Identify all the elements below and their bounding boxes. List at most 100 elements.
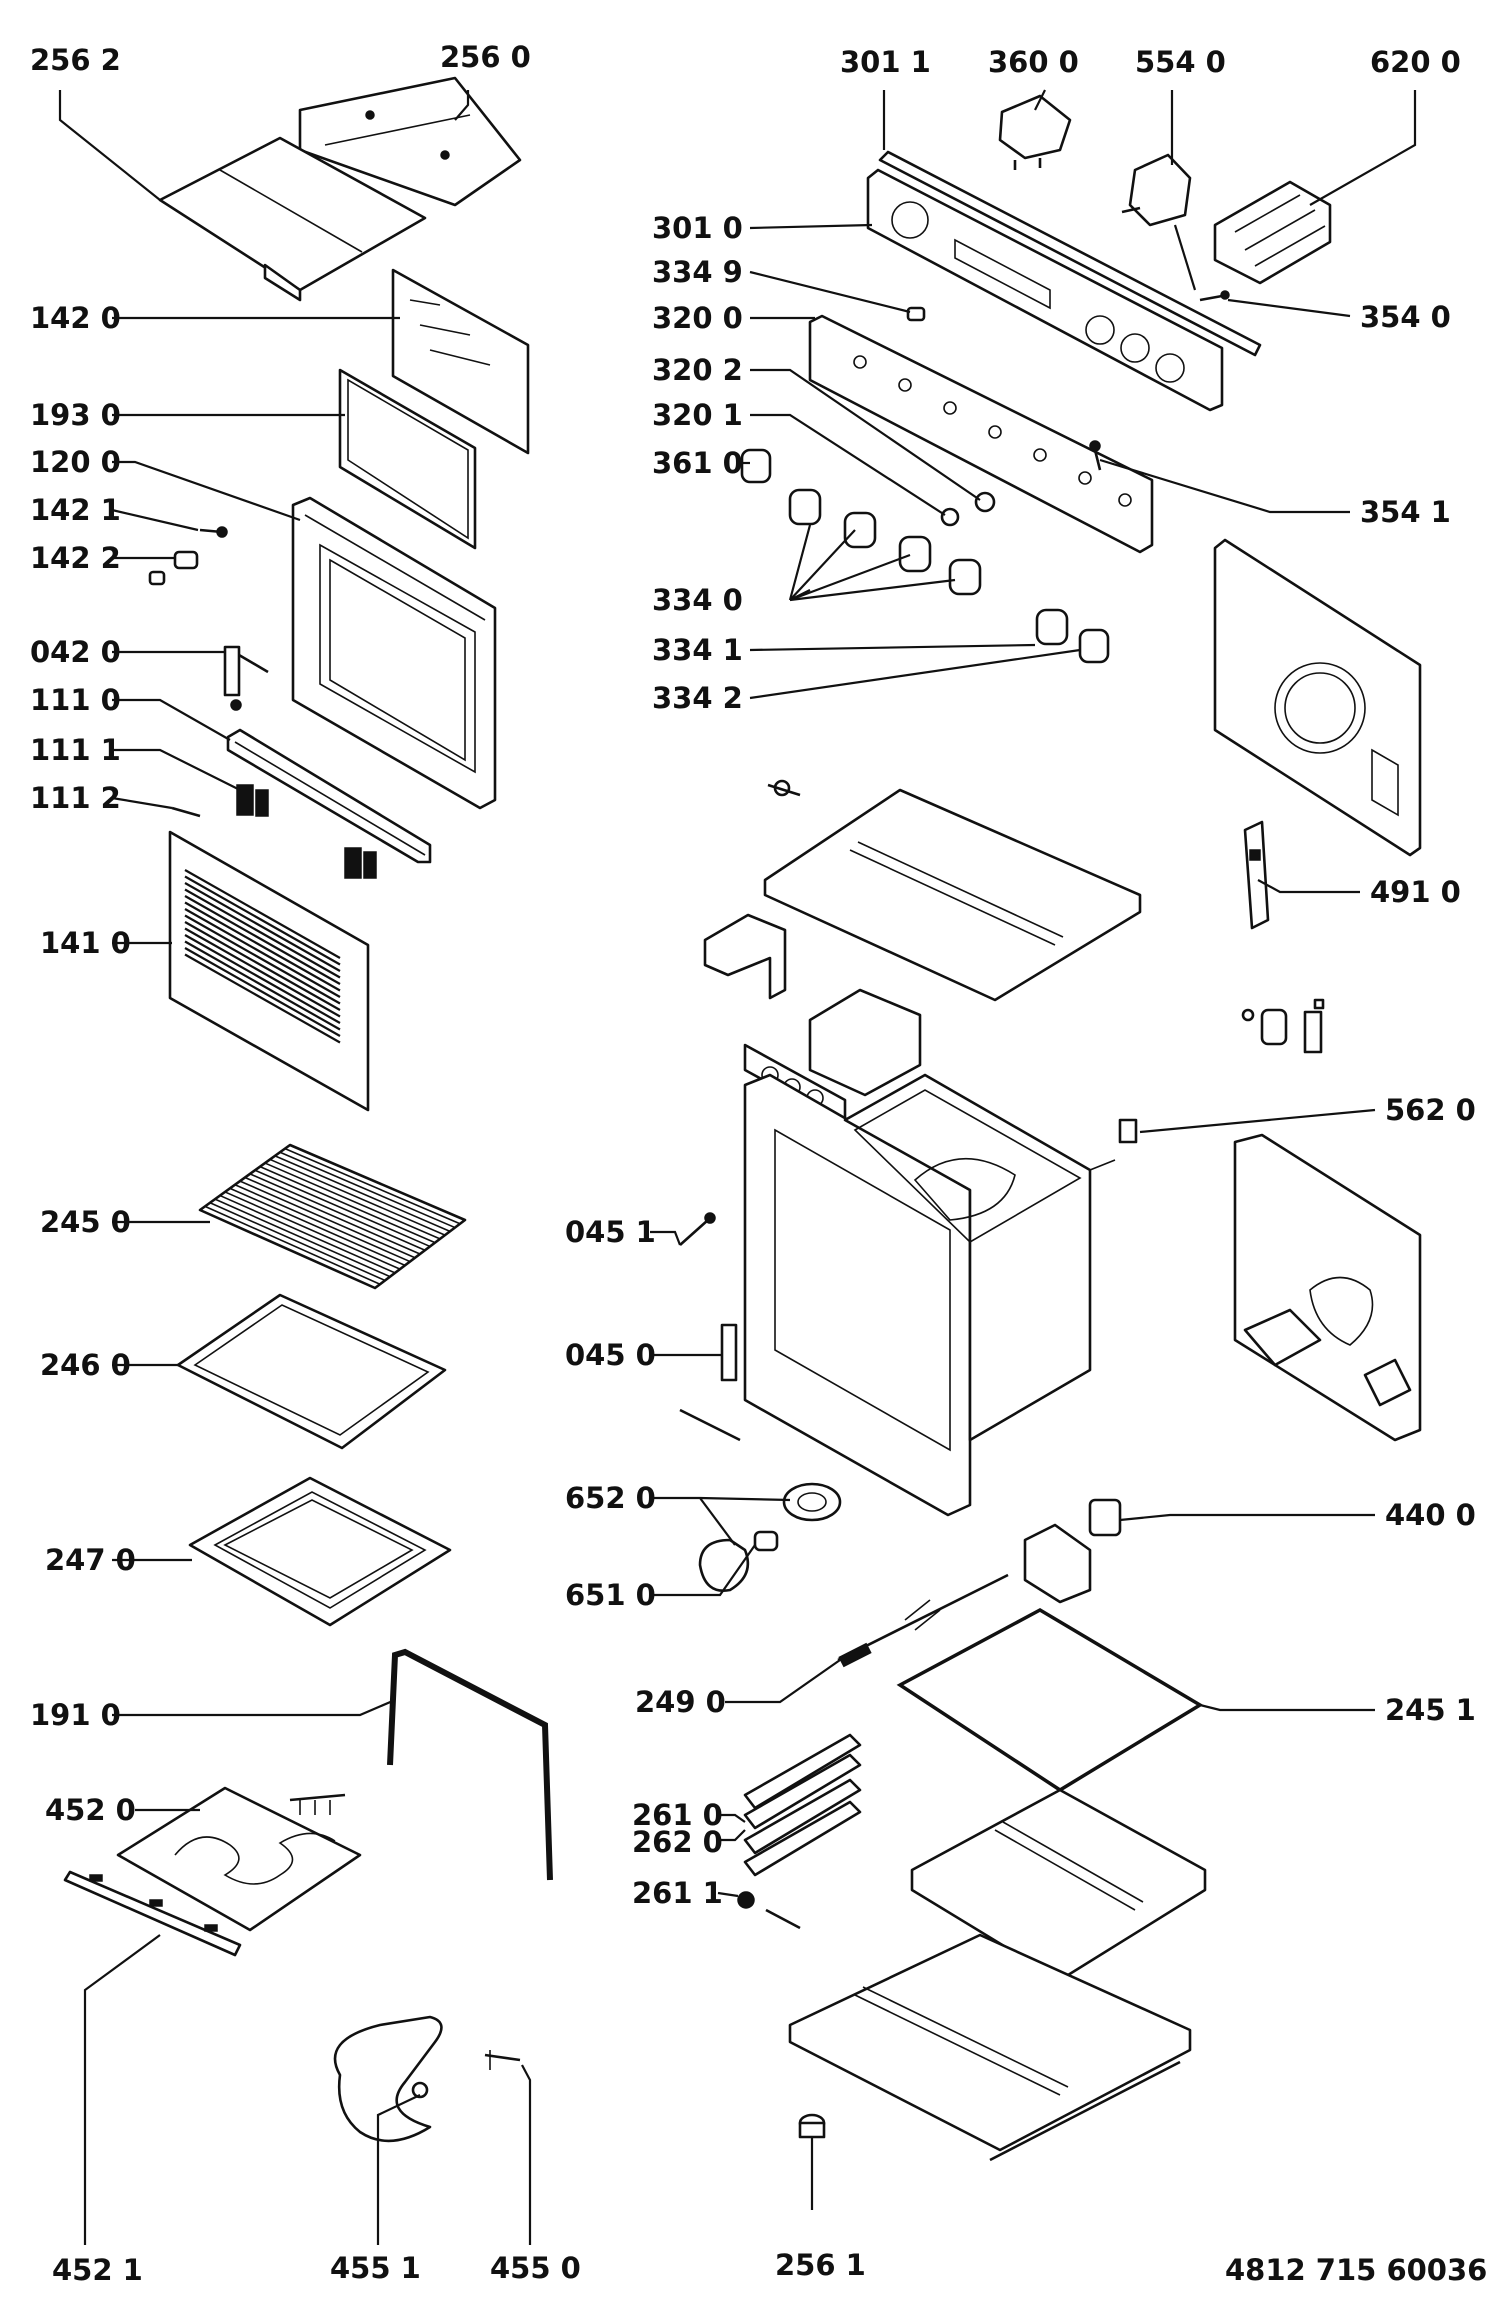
label-1112: 111 2 [30, 781, 121, 815]
label-1930: 193 0 [30, 398, 121, 432]
part-2490-rotisserie-spit [837, 1573, 1009, 1668]
panel-hole [1033, 448, 1047, 462]
label-4521: 452 1 [52, 2253, 143, 2287]
panel-hole [943, 401, 957, 415]
part-2620-side-rail [743, 1778, 862, 1877]
part-5620-clip [1118, 1118, 1138, 1144]
label-1410: 141 0 [40, 926, 131, 960]
part-4551-clip [411, 2081, 429, 2099]
label-3349: 334 9 [652, 255, 743, 289]
decorative-stroke [269, 1158, 446, 1236]
label-4551: 455 1 [330, 2251, 421, 2285]
decorative-stroke [264, 1162, 441, 1240]
decorative-stroke [254, 1169, 431, 1248]
label-0451: 045 1 [565, 1215, 656, 1249]
panel-hole [988, 425, 1002, 439]
part-3341-knob [1035, 608, 1069, 646]
decorative-stroke [274, 1155, 451, 1233]
part-labels: 256 2 256 0 301 1 360 0 554 0 620 0 301 … [30, 40, 1487, 2287]
part-3010-control-bracket [866, 168, 1224, 412]
label-1111: 111 1 [30, 733, 121, 767]
part-oven-top-panel [763, 788, 1142, 1002]
decorative-stroke [184, 921, 341, 1011]
part-4521-element-bracket [63, 1870, 242, 1957]
decorative-stroke [244, 1176, 421, 1255]
decorative-stroke [279, 1151, 456, 1229]
part-oven-cavity [743, 1043, 1116, 1517]
part-2611-screw [737, 1891, 801, 1930]
part-cavity-duct [808, 988, 922, 1097]
decorative-stroke [184, 934, 341, 1024]
part-2450-wire-shelf [198, 1143, 467, 1290]
label-3341: 334 1 [652, 633, 743, 667]
decorative-stroke [184, 940, 341, 1031]
part-1421-screw [199, 526, 228, 538]
label-4910: 491 0 [1370, 875, 1461, 909]
part-bottom-panel-lower [788, 1933, 1192, 2162]
panel-hole [1078, 471, 1092, 485]
part-6520-lamp-housing [782, 1482, 842, 1522]
decorative-stroke [219, 1194, 396, 1274]
label-5540: 554 0 [1135, 45, 1226, 79]
part-bottom-panel-upper [910, 1788, 1207, 1982]
decorative-stroke [184, 927, 341, 1018]
decorative-stroke [184, 882, 341, 972]
decorative-stroke [249, 1173, 426, 1251]
decorative-stroke [184, 947, 341, 1037]
label-1110: 111 0 [30, 683, 121, 717]
decorative-stroke [184, 953, 341, 1044]
label-2611: 261 1 [632, 1876, 723, 1910]
part-3610-knob [740, 448, 772, 484]
part-top-panel-screw [767, 779, 801, 797]
label-0450: 045 0 [565, 1338, 656, 1372]
decorative-stroke [284, 1147, 461, 1225]
label-2620: 262 0 [632, 1825, 723, 1859]
label-3202: 320 2 [652, 353, 743, 387]
part-door-switch-assembly [1241, 998, 1325, 1054]
label-6510: 651 0 [565, 1578, 656, 1612]
label-3600: 360 0 [988, 45, 1079, 79]
label-2610: 261 0 [632, 1798, 723, 1832]
part-6510-lamp-bulb [698, 1530, 779, 1592]
decorative-stroke [184, 875, 341, 966]
part-0450-hinge-block [679, 1323, 741, 1442]
part-3340-control-knobs [788, 488, 982, 596]
part-4400-rotisserie-motor [1023, 1498, 1122, 1604]
part-1110-door-handle [226, 728, 432, 864]
label-2562: 256 2 [30, 43, 121, 77]
label-2561: 256 1 [775, 2248, 866, 2282]
decorative-stroke [234, 1183, 411, 1263]
part-3600-thermostat [998, 94, 1072, 170]
label-1421: 142 1 [30, 493, 121, 527]
label-3540: 354 0 [1360, 300, 1451, 334]
label-2450: 245 0 [40, 1205, 131, 1239]
label-2460: 246 0 [40, 1348, 131, 1382]
label-3011: 301 1 [840, 45, 931, 79]
decorative-stroke [184, 908, 341, 998]
part-3342-knob [1078, 628, 1110, 664]
label-3010: 301 0 [652, 211, 743, 245]
label-4550: 455 0 [490, 2251, 581, 2285]
label-2560: 256 0 [440, 40, 531, 74]
decorative-stroke [224, 1191, 401, 1270]
part-3201-knob-bezel [940, 507, 960, 527]
decorative-stroke [239, 1180, 416, 1259]
label-5620: 562 0 [1385, 1093, 1476, 1127]
label-3201: 320 1 [652, 398, 743, 432]
part-1910-oven-seal [387, 1648, 553, 1881]
part-2460-shallow-tray [176, 1293, 447, 1450]
part-2470-deep-pan [188, 1476, 452, 1627]
part-3540-screw [1199, 290, 1230, 302]
part-1111-handle-support [236, 784, 377, 879]
label-4520: 452 0 [45, 1793, 136, 1827]
label-3610: 361 0 [652, 446, 743, 480]
label-2490: 249 0 [635, 1685, 726, 1719]
part-side-frame-panel [1233, 1133, 1422, 1442]
panel-hole [1118, 493, 1132, 507]
part-2451-wire-rack [896, 1607, 1204, 1793]
label-3342: 334 2 [652, 681, 743, 715]
part-3349-spring [906, 306, 926, 322]
decorative-stroke [184, 869, 341, 959]
leader-lines [58, 89, 1417, 2245]
